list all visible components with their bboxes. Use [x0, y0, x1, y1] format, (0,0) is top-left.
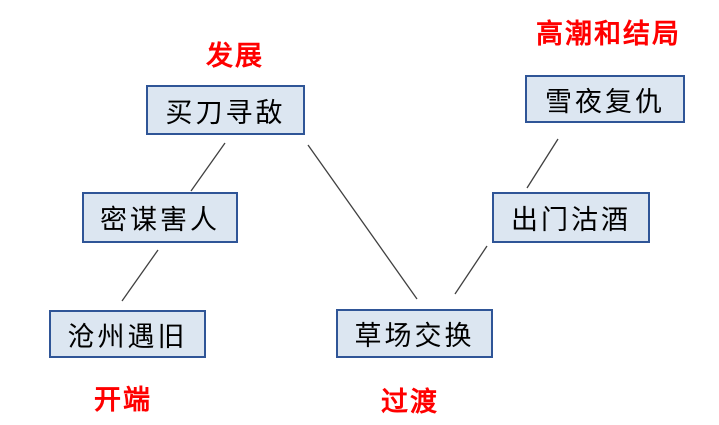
stage-label-climax-ending: 高潮和结局 [536, 19, 681, 50]
node-conspiracy[interactable]: 密谋害人 [82, 192, 238, 243]
node-snow-revenge[interactable]: 雪夜复仇 [525, 75, 685, 123]
connector-buywine-snowrevenge [526, 138, 559, 189]
node-cangzhou-label: 沧州遇旧 [67, 321, 188, 353]
node-conspiracy-label: 密谋害人 [100, 205, 220, 236]
node-buy-knife-label: 买刀寻敌 [165, 97, 286, 129]
node-haystack[interactable]: 草场交换 [336, 309, 493, 358]
connector-haystack-buywine [454, 245, 488, 295]
connector-buyknife-conspiracy [190, 142, 226, 192]
node-haystack-label: 草场交换 [354, 321, 475, 352]
node-buy-wine-label: 出门沽酒 [511, 205, 631, 236]
connector-buyknife-haystack [307, 144, 418, 300]
node-snow-revenge-label: 雪夜复仇 [545, 86, 665, 118]
stage-label-transition: 过渡 [381, 387, 439, 418]
stage-label-beginning: 开端 [94, 385, 152, 416]
node-buy-knife[interactable]: 买刀寻敌 [146, 85, 305, 135]
node-buy-wine[interactable]: 出门沽酒 [492, 192, 650, 243]
node-cangzhou[interactable]: 沧州遇旧 [49, 310, 206, 358]
stage-label-development: 发展 [206, 41, 264, 72]
connector-conspiracy-cangzhou [121, 249, 159, 302]
